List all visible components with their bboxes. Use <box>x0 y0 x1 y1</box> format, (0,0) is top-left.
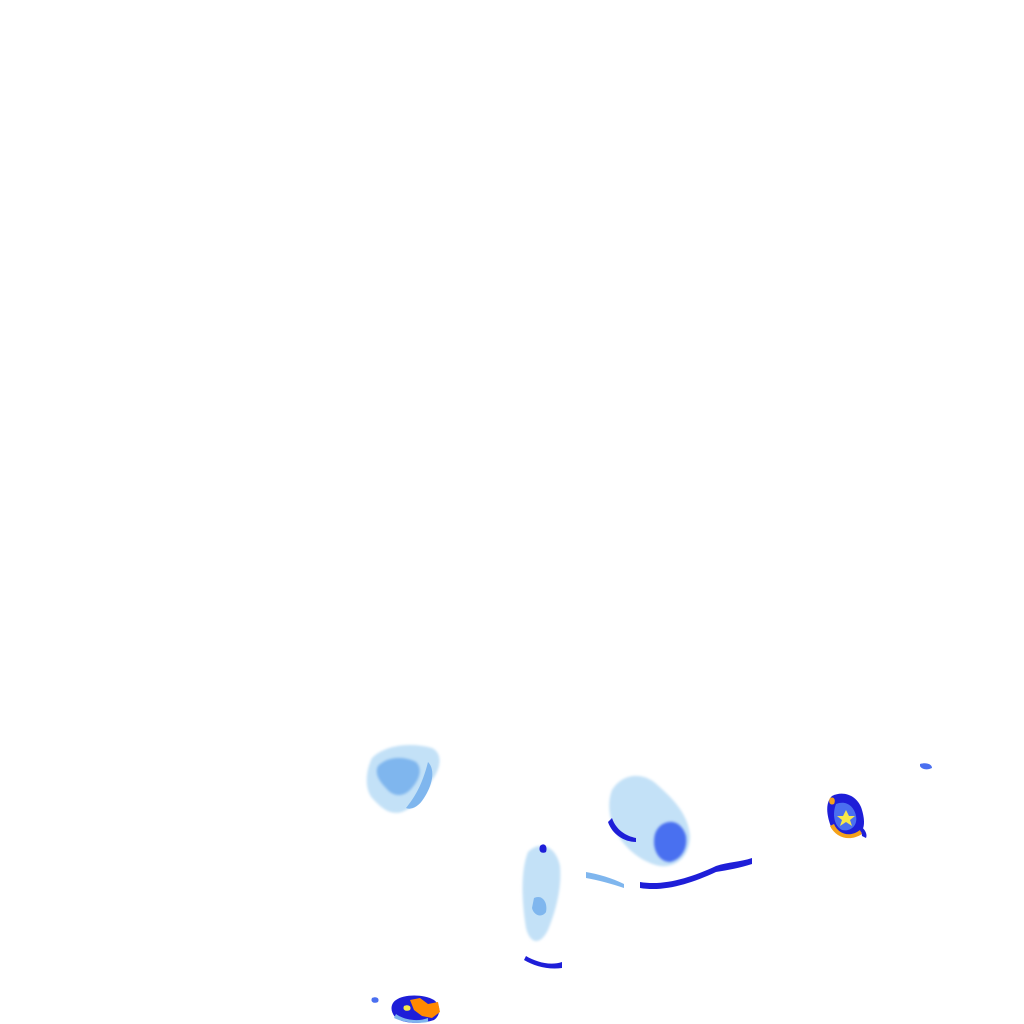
precip-band-curve <box>608 818 636 842</box>
precip-cell-storm-southwest <box>371 995 440 1023</box>
precip-area-moderate <box>654 821 687 862</box>
precip-speck <box>371 997 379 1003</box>
precip-band-edge <box>406 762 433 809</box>
precip-cell-west <box>366 745 440 813</box>
precip-speck <box>539 844 547 853</box>
precip-cell-storm-east <box>827 793 867 839</box>
precip-speck-far-east <box>920 763 932 770</box>
precip-area-light <box>522 845 561 942</box>
storm-spot <box>829 797 835 805</box>
storm-intense <box>410 998 440 1018</box>
storm-core <box>403 1005 411 1011</box>
precip-band-arc <box>640 858 752 890</box>
precip-area-light-core <box>376 757 420 796</box>
precip-cell-central <box>586 775 752 890</box>
precip-band-light <box>586 872 624 888</box>
storm-tail <box>858 826 867 838</box>
precip-speckle <box>532 896 547 916</box>
precip-band-tail <box>524 956 562 969</box>
precip-cell-south <box>522 844 562 969</box>
storm-light-rim <box>394 1014 428 1023</box>
storm-core <box>837 810 855 826</box>
storm-ring <box>830 824 862 839</box>
